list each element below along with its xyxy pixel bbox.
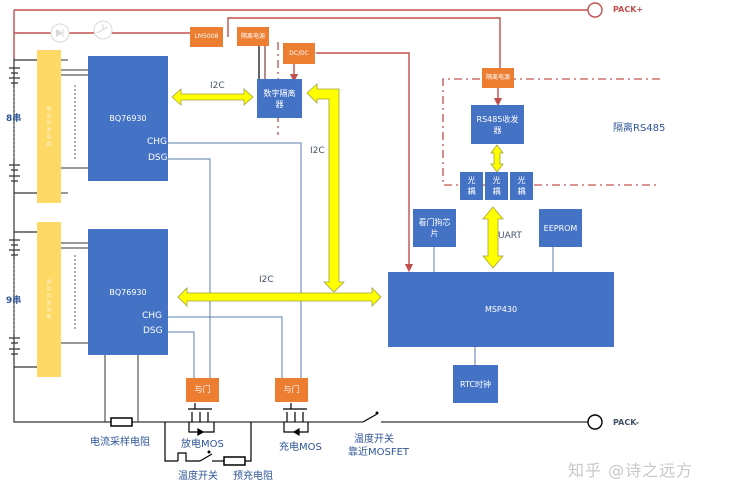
rtc-label: RTC时钟 [460, 379, 491, 389]
iso-power-label: 隔离电源 [240, 32, 265, 40]
and-gate-charge: 与门 [275, 378, 308, 402]
optocoupler-2-label: 光耦 [492, 176, 501, 196]
cell-dots [13, 85, 76, 333]
charge-mos-icon [283, 403, 309, 437]
i2c-top-label: I2C [210, 81, 225, 91]
shunt-resistor-icon [110, 417, 133, 427]
i2c-bus-bottom [177, 287, 382, 307]
temp-switch-near-label-2: 靠近MOSFET [348, 447, 410, 458]
mcu-msp430: MSP430 [388, 272, 614, 347]
chg-pin-2: CHG [142, 311, 163, 321]
precharge-resistor-label: 预充电阻 [233, 471, 273, 482]
dsg2-wire [168, 331, 195, 378]
dsg1-wire [168, 158, 211, 378]
and-gate-1-label: 与门 [194, 385, 211, 394]
watchdog-chip: 看门狗芯片 [413, 209, 456, 247]
and-gate-discharge: 与门 [186, 378, 219, 402]
lm5008-label: LM5008 [194, 33, 219, 40]
and-gate-2-label: 与门 [283, 385, 300, 394]
temp-switch-near-icon [362, 411, 381, 425]
precharge-resistor-icon [223, 456, 246, 466]
i2c-bus-top [171, 88, 254, 106]
isolation-boundaries [277, 42, 660, 186]
iso-power-block: 隔离电源 [237, 27, 269, 46]
black-wires [258, 45, 266, 79]
charge-mos-label: 充电MOS [279, 442, 322, 453]
rs485-iso-power-label: 隔离电源 [485, 74, 510, 81]
precharge-branch [164, 422, 252, 462]
digital-isolator: 数字隔离器 [257, 79, 302, 118]
balance-circuit-2: 被动均衡电路 [37, 222, 61, 377]
watchdog-label: 看门狗芯片 [418, 218, 451, 238]
afe-chip-2: BQ76930 [88, 229, 168, 355]
diode-icon [50, 23, 70, 43]
dsg-pin-1: DSG [148, 153, 168, 163]
temp-switch-near-label-1: 温度开关 [354, 434, 394, 445]
temp-switch-contact-icon [207, 450, 211, 454]
isolated-rs485-label: 隔离RS485 [613, 123, 666, 134]
dcdc-feed-line [316, 52, 414, 273]
dcdc-block: DC/DC [283, 43, 315, 64]
watermark: 知乎 @诗之远方 [568, 461, 694, 480]
optocoupler-3-label: 光耦 [517, 176, 526, 196]
optocoupler-2: 光耦 [485, 172, 508, 200]
discharge-mos-icon [188, 403, 215, 437]
switch-symbol-icon [93, 20, 113, 40]
lm5008-block: LM5008 [190, 27, 223, 47]
chg2-wire [168, 316, 283, 378]
rs485-transceiver-label: RS485收发器 [476, 114, 519, 135]
afe-chip-1: BQ76930 [88, 56, 168, 181]
uart-label: UART [498, 231, 522, 241]
rs485-iso-power-block: 隔离电源 [482, 68, 514, 88]
optocoupler-1-label: 光耦 [467, 176, 476, 196]
eeprom-label: EEPROM [543, 223, 578, 233]
chg1-wire [168, 142, 302, 378]
pack-plus-label: PACK+ [613, 5, 644, 14]
iso-rail-to-rs485 [227, 17, 501, 70]
i2c-vertical-label: I2C [310, 146, 325, 156]
afe-chip-2-label: BQ76930 [109, 287, 147, 297]
optocoupler-3: 光耦 [510, 172, 533, 200]
rs485-transceiver: RS485收发器 [471, 105, 524, 144]
optocoupler-1: 光耦 [460, 172, 483, 200]
balance-label-1: 被动均衡电路 [45, 105, 52, 148]
shunt-resistor-label: 电流采样电阻 [90, 437, 150, 448]
cell-group-1-label: 8串 [6, 114, 22, 124]
balance-wires [61, 59, 139, 422]
i2c-bus-vertical [306, 83, 345, 293]
uart-bus [482, 206, 504, 269]
dcdc-label: DC/DC [289, 49, 309, 57]
afe-chip-1-label: BQ76930 [109, 114, 147, 123]
eeprom-chip: EEPROM [539, 209, 582, 247]
dsg-pin-2: DSG [143, 326, 163, 336]
i2c-bottom-label: I2C [259, 275, 274, 285]
balance-circuit-1: 被动均衡电路 [37, 50, 61, 203]
cell-group-2-label: 9串 [6, 296, 22, 306]
cell-stack [9, 58, 588, 423]
power-lines [13, 9, 588, 273]
rs485-opto-bus [490, 144, 504, 173]
mcu-label: MSP430 [484, 305, 518, 314]
balance-label-2: 被动均衡电路 [45, 278, 52, 321]
digital-isolator-label: 数字隔离器 [263, 88, 296, 109]
pack-minus-label: PACK- [613, 418, 640, 427]
rs485-isolation-box [442, 78, 660, 186]
temp-switch-label: 温度开关 [178, 471, 218, 482]
rtc-clock: RTC时钟 [453, 365, 498, 403]
pack-minus-terminal[interactable] [587, 414, 603, 430]
chg-pin-1: CHG [147, 137, 168, 147]
discharge-mos-label: 放电MOS [181, 439, 224, 450]
pack-plus-terminal[interactable] [587, 2, 603, 18]
